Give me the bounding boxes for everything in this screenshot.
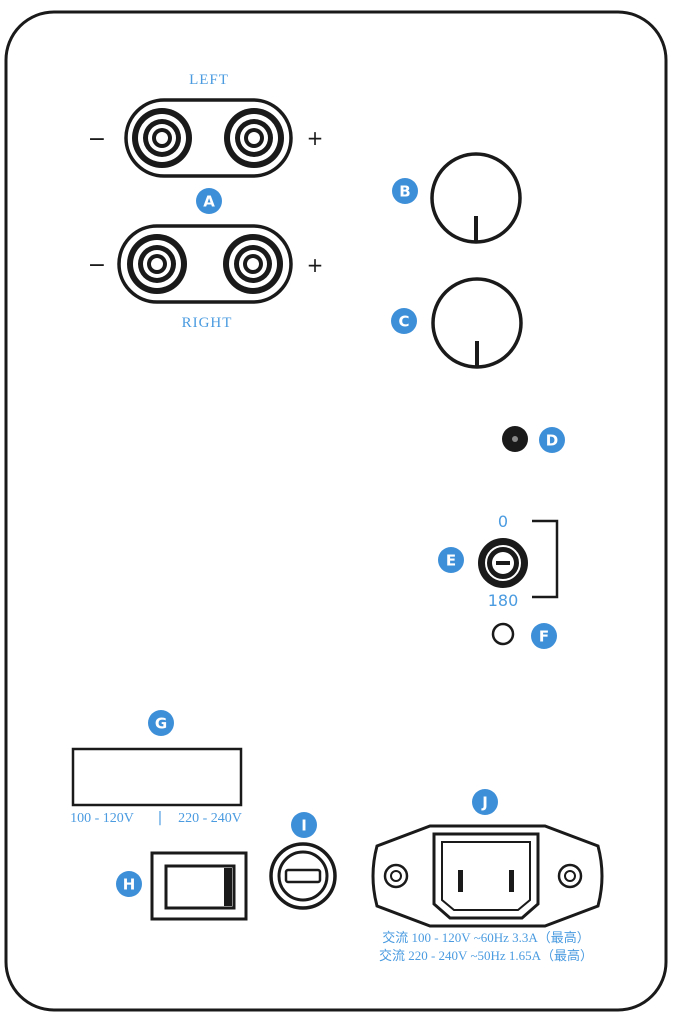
inlet-right-screw <box>557 863 583 889</box>
right-positive-terminal[interactable] <box>223 234 283 294</box>
marker-d: D <box>539 427 565 453</box>
knob-b[interactable] <box>430 152 522 244</box>
svg-text:G: G <box>155 715 167 733</box>
marker-j: J <box>472 789 498 815</box>
phase-label-0: 0 <box>498 512 508 531</box>
inlet-left-screw <box>383 863 409 889</box>
left-label: LEFT <box>189 72 229 88</box>
voltage-label-low: 100 - 120V <box>70 811 134 826</box>
left-minus-sign: − <box>88 127 106 152</box>
phase-bracket <box>532 519 559 599</box>
right-speaker-terminal-block <box>117 224 293 304</box>
left-speaker-terminal-block <box>124 98 293 178</box>
svg-text:D: D <box>546 432 558 450</box>
power-rating-line-1: 交流 100 - 120V ~60Hz 3.3A（最高） <box>382 930 590 945</box>
marker-g: G <box>148 710 174 736</box>
svg-text:H: H <box>123 876 136 894</box>
inlet-right-pin <box>509 870 514 892</box>
right-plus-sign: + <box>307 253 324 277</box>
phase-label-180: 180 <box>488 591 519 610</box>
marker-e: E <box>438 547 464 573</box>
ac-inlet-j[interactable] <box>371 824 604 928</box>
left-plus-sign: + <box>307 126 324 150</box>
voltage-label-high: 220 - 240V <box>178 811 242 826</box>
indicator-f <box>491 622 515 646</box>
right-minus-sign: − <box>88 253 106 278</box>
fuse-holder-i[interactable] <box>269 842 337 910</box>
power-rating-line-2: 交流 220 - 240V ~50Hz 1.65A（最高） <box>379 948 593 963</box>
marker-f: F <box>531 623 557 649</box>
svg-text:J: J <box>481 794 488 812</box>
left-negative-terminal[interactable] <box>132 108 192 168</box>
marker-c: C <box>391 308 417 334</box>
marker-a: A <box>196 188 222 214</box>
knob-c[interactable] <box>431 277 523 369</box>
svg-text:A: A <box>203 193 215 211</box>
left-positive-terminal[interactable] <box>224 108 284 168</box>
inlet-left-pin <box>458 870 463 892</box>
svg-text:C: C <box>398 313 409 331</box>
svg-text:B: B <box>399 183 410 201</box>
marker-i: I <box>291 812 317 838</box>
indicator-d <box>502 426 528 452</box>
voltage-divider: | <box>158 810 163 826</box>
power-switch-h[interactable] <box>150 851 248 921</box>
right-label: RIGHT <box>182 315 233 331</box>
svg-text:F: F <box>539 628 549 646</box>
marker-h: H <box>116 871 142 897</box>
svg-text:I: I <box>301 817 307 835</box>
voltage-selector-g[interactable] <box>71 747 243 807</box>
svg-text:E: E <box>446 552 456 570</box>
phase-switch-e[interactable] <box>478 538 528 588</box>
marker-b: B <box>392 178 418 204</box>
right-negative-terminal[interactable] <box>127 234 187 294</box>
